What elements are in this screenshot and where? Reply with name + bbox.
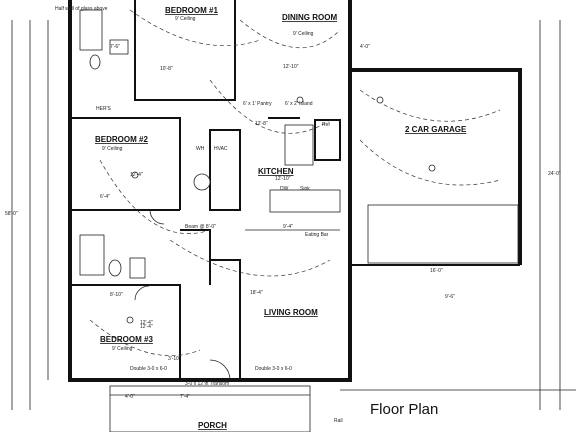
dim-3: 12'-4" (130, 172, 143, 178)
bedroom3-wall (70, 284, 181, 380)
shower (79, 9, 103, 51)
bedroom1-wall (134, 0, 180, 101)
toilet (108, 259, 122, 277)
garage-light-fixture (428, 164, 436, 172)
bedroom2-ceiling: 9' Ceiling (102, 146, 123, 152)
dw-label: DW (280, 186, 289, 192)
dim-16: 4'-0" (360, 44, 370, 50)
dining-wall (180, 0, 236, 101)
bedroom1-ceiling: 9' Ceiling (175, 16, 196, 22)
half-wall-label: Half wall of glass above (55, 6, 108, 12)
dim-13: 6'-4" (100, 194, 110, 200)
bedroom3-label: BEDROOM #3 (100, 335, 153, 344)
double-door-right-label: Double 3-0 x 6-0 (255, 366, 292, 372)
dim-6: 12'-10" (275, 176, 291, 182)
bedroom2-door-swing (149, 209, 165, 225)
dining-ceiling: 9' Ceiling (293, 31, 314, 37)
hvac-label: HVAC (214, 146, 228, 152)
sink-label: Sink (300, 186, 310, 192)
porch-outline (109, 385, 311, 432)
garage-label: 2 CAR GARAGE (405, 125, 467, 134)
transom-label: 3-0 x 12 in Transom (185, 381, 229, 387)
master-toilet (89, 54, 101, 70)
dim-9: 9'-6" (445, 294, 455, 300)
electrical-run-2 (239, 19, 341, 49)
kitchen-label: KITCHEN (258, 167, 294, 176)
water-heater (193, 173, 211, 191)
bedroom3-ceiling: 9' Ceiling (112, 346, 133, 352)
dim-4: 12'-8" (255, 121, 268, 127)
electrical-run-3 (209, 79, 331, 134)
dim-5: 12'-4" (140, 320, 153, 326)
garage-light-fixture-2 (376, 96, 384, 104)
garage-door-outline (367, 204, 519, 264)
bedroom2-wall (70, 117, 181, 210)
dim-15: 24'-0" (548, 171, 561, 177)
dim-17: 7'-6" (110, 44, 120, 50)
electrical-run-7 (359, 139, 501, 186)
living-label: LIVING ROOM (264, 308, 318, 317)
ref-label: Ref (322, 122, 330, 128)
light-fixture (296, 96, 304, 104)
garage-exterior-wall (350, 68, 522, 265)
dim-11: 12'-4" (140, 324, 153, 330)
electrical-run-5 (169, 239, 331, 277)
dim-8: 16'-0" (430, 268, 443, 274)
wh-label: WH (196, 146, 205, 152)
house-exterior-wall (68, 0, 352, 382)
bedroom3-door-swing (134, 285, 150, 301)
bath-sink (129, 257, 146, 279)
hers-label: HER'S (96, 106, 112, 112)
electrical-run-6 (359, 89, 501, 122)
refrigerator (314, 119, 341, 161)
dim-20: 3'-10" (168, 356, 181, 362)
bedroom1-label: BEDROOM #1 (165, 6, 218, 15)
bedroom2-label: BEDROOM #2 (95, 135, 148, 144)
dim-14: 58'-0" (5, 211, 18, 217)
bathtub (79, 234, 105, 276)
dim-12: 9'-4" (283, 224, 293, 230)
dim-10: 8'-10" (110, 292, 123, 298)
rail-label: Rail (334, 418, 343, 424)
eating-bar-label: Eating Bar (305, 232, 329, 238)
dim-2: 12'-10" (283, 64, 299, 70)
dim-1: 10'-8" (160, 66, 173, 72)
electrical-run-4 (99, 159, 211, 234)
kitchen-island (284, 124, 314, 166)
hall-wall (180, 229, 211, 285)
dim-7: 18'-4" (250, 290, 263, 296)
beam-label: Beam @ 8'-0" (185, 224, 216, 230)
kitchen-counter (269, 189, 341, 213)
floor-plan-title: Floor Plan (370, 401, 438, 418)
dining-label: DINING ROOM (282, 13, 337, 22)
utility-closet (209, 129, 241, 211)
front-door-swing (209, 359, 231, 381)
porch-label: PORCH (198, 421, 227, 430)
closet-wall (210, 259, 241, 380)
pantry-label: 6' x 1' Pantry (243, 101, 272, 107)
electrical-run-8 (89, 319, 201, 356)
master-sink (109, 39, 129, 55)
bedroom2-light-fixture (131, 171, 139, 179)
dim-18: 7'-4" (180, 394, 190, 400)
double-door-left-label: Double 3-0 x 6-0 (130, 366, 167, 372)
bedroom3-light-fixture (126, 316, 134, 324)
island-label: 6' x 2' Island (285, 101, 313, 107)
dim-19: 4'-0" (125, 394, 135, 400)
